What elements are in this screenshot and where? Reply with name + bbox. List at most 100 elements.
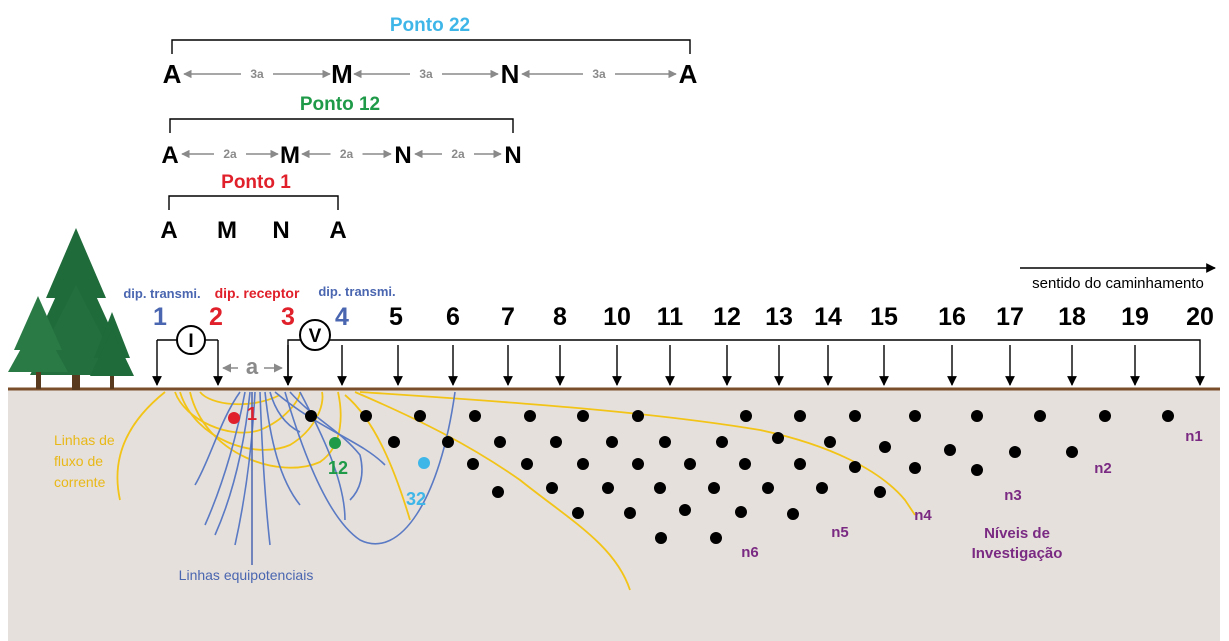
electrode-label-p12-3: N [504, 142, 521, 169]
measurement-point [772, 432, 784, 444]
station-number-12: 12 [713, 303, 741, 331]
measurement-point [524, 410, 536, 422]
spacing-label-p12-0: 2a [223, 147, 237, 161]
measurement-point [971, 464, 983, 476]
measurement-point [879, 441, 891, 453]
current-lines-label-3: corrente [54, 474, 106, 490]
measurement-point [654, 482, 666, 494]
measurement-point [1162, 410, 1174, 422]
measurement-point [305, 410, 317, 422]
level-label-n6: n6 [741, 544, 759, 561]
current-lines-label: Linhas de fluxo de corrente [54, 432, 115, 490]
config-bracket-p1 [168, 195, 339, 210]
measurement-point [716, 436, 728, 448]
point-1 [228, 412, 240, 424]
wire-receptor [287, 339, 300, 385]
current-meter: I [157, 325, 218, 355]
electrode-label-p22-0: A [163, 59, 182, 89]
station-number-17: 17 [996, 303, 1024, 331]
measurement-point [632, 410, 644, 422]
tree-icon [8, 228, 134, 390]
level-label-n1: n1 [1185, 428, 1203, 445]
measurement-point [360, 410, 372, 422]
config-bracket-p12 [169, 118, 514, 133]
equipotential-label: Linhas equipotenciais [179, 567, 314, 583]
station-number-1: 1 [153, 303, 167, 331]
dipole-receptor-label: dip. receptor [215, 285, 300, 301]
station-number-5: 5 [389, 303, 403, 331]
measurement-point [632, 458, 644, 470]
electrode-array [152, 339, 1205, 386]
electrode-label-p1-1: M [217, 217, 237, 244]
voltage-meter-symbol: V [309, 326, 322, 347]
survey-direction: sentido do caminhamento [1020, 263, 1216, 292]
measurement-point [708, 482, 720, 494]
measurement-point [469, 410, 481, 422]
spacing-label-p22-0: 3a [250, 67, 264, 81]
measurement-point [735, 506, 747, 518]
station-number-20: 20 [1186, 303, 1214, 331]
level-label-n4: n4 [914, 507, 932, 524]
measurement-point [816, 482, 828, 494]
measurement-point [679, 504, 691, 516]
measurement-point [492, 486, 504, 498]
measurement-point [740, 410, 752, 422]
dipole-transmitter-right-label: dip. transmi. [318, 284, 395, 299]
measurement-point [1099, 410, 1111, 422]
station-number-6: 6 [446, 303, 460, 331]
measurement-point [1034, 410, 1046, 422]
point-32-label: 32 [406, 489, 426, 509]
equipotential-lines [194, 391, 456, 565]
investigation-label-2: Investigação [972, 545, 1063, 562]
spacing-label-p22-2: 3a [592, 67, 606, 81]
station-number-13: 13 [765, 303, 793, 331]
measurement-point [467, 458, 479, 470]
measurement-point [572, 507, 584, 519]
measurement-point [909, 462, 921, 474]
electrode-label-p1-2: N [272, 217, 289, 244]
level-label-n5: n5 [831, 524, 849, 541]
station-number-10: 10 [603, 303, 631, 331]
measurement-point [414, 410, 426, 422]
direction-label: sentido do caminhamento [1032, 275, 1204, 292]
measurement-point [849, 461, 861, 473]
measurement-point [762, 482, 774, 494]
investigation-label-1: Níveis de [984, 525, 1050, 542]
measurement-point [874, 486, 886, 498]
config-title-p12: Ponto 12 [300, 94, 380, 115]
measurement-point [1009, 446, 1021, 458]
station-number-3: 3 [281, 303, 295, 331]
point-12 [329, 437, 341, 449]
spacing-a-label: a [246, 354, 259, 379]
measurement-point [602, 482, 614, 494]
measurement-point [606, 436, 618, 448]
station-number-15: 15 [870, 303, 898, 331]
measurement-point [710, 532, 722, 544]
measurement-point [546, 482, 558, 494]
station-number-19: 19 [1121, 303, 1149, 331]
measurement-point [794, 410, 806, 422]
soil-section [8, 389, 1220, 641]
electrode-label-p22-2: N [501, 59, 520, 89]
measurement-point [655, 532, 667, 544]
config-bracket-p22 [171, 39, 691, 54]
station-number-8: 8 [553, 303, 567, 331]
measurement-point [739, 458, 751, 470]
config-title-p22: Ponto 22 [390, 15, 470, 36]
config-title-p1: Ponto 1 [221, 172, 291, 193]
measurement-point [577, 458, 589, 470]
station-number-16: 16 [938, 303, 966, 331]
highlight-points: 1 12 32 [228, 404, 430, 509]
measurement-point [577, 410, 589, 422]
measurement-point [624, 507, 636, 519]
point-12-label: 12 [328, 458, 348, 478]
current-flow-lines [116, 391, 916, 591]
electrode-label-p1-3: A [329, 217, 346, 244]
current-lines-label-2: fluxo de [54, 453, 103, 469]
voltage-meter: V [299, 319, 331, 351]
measurement-point [550, 436, 562, 448]
